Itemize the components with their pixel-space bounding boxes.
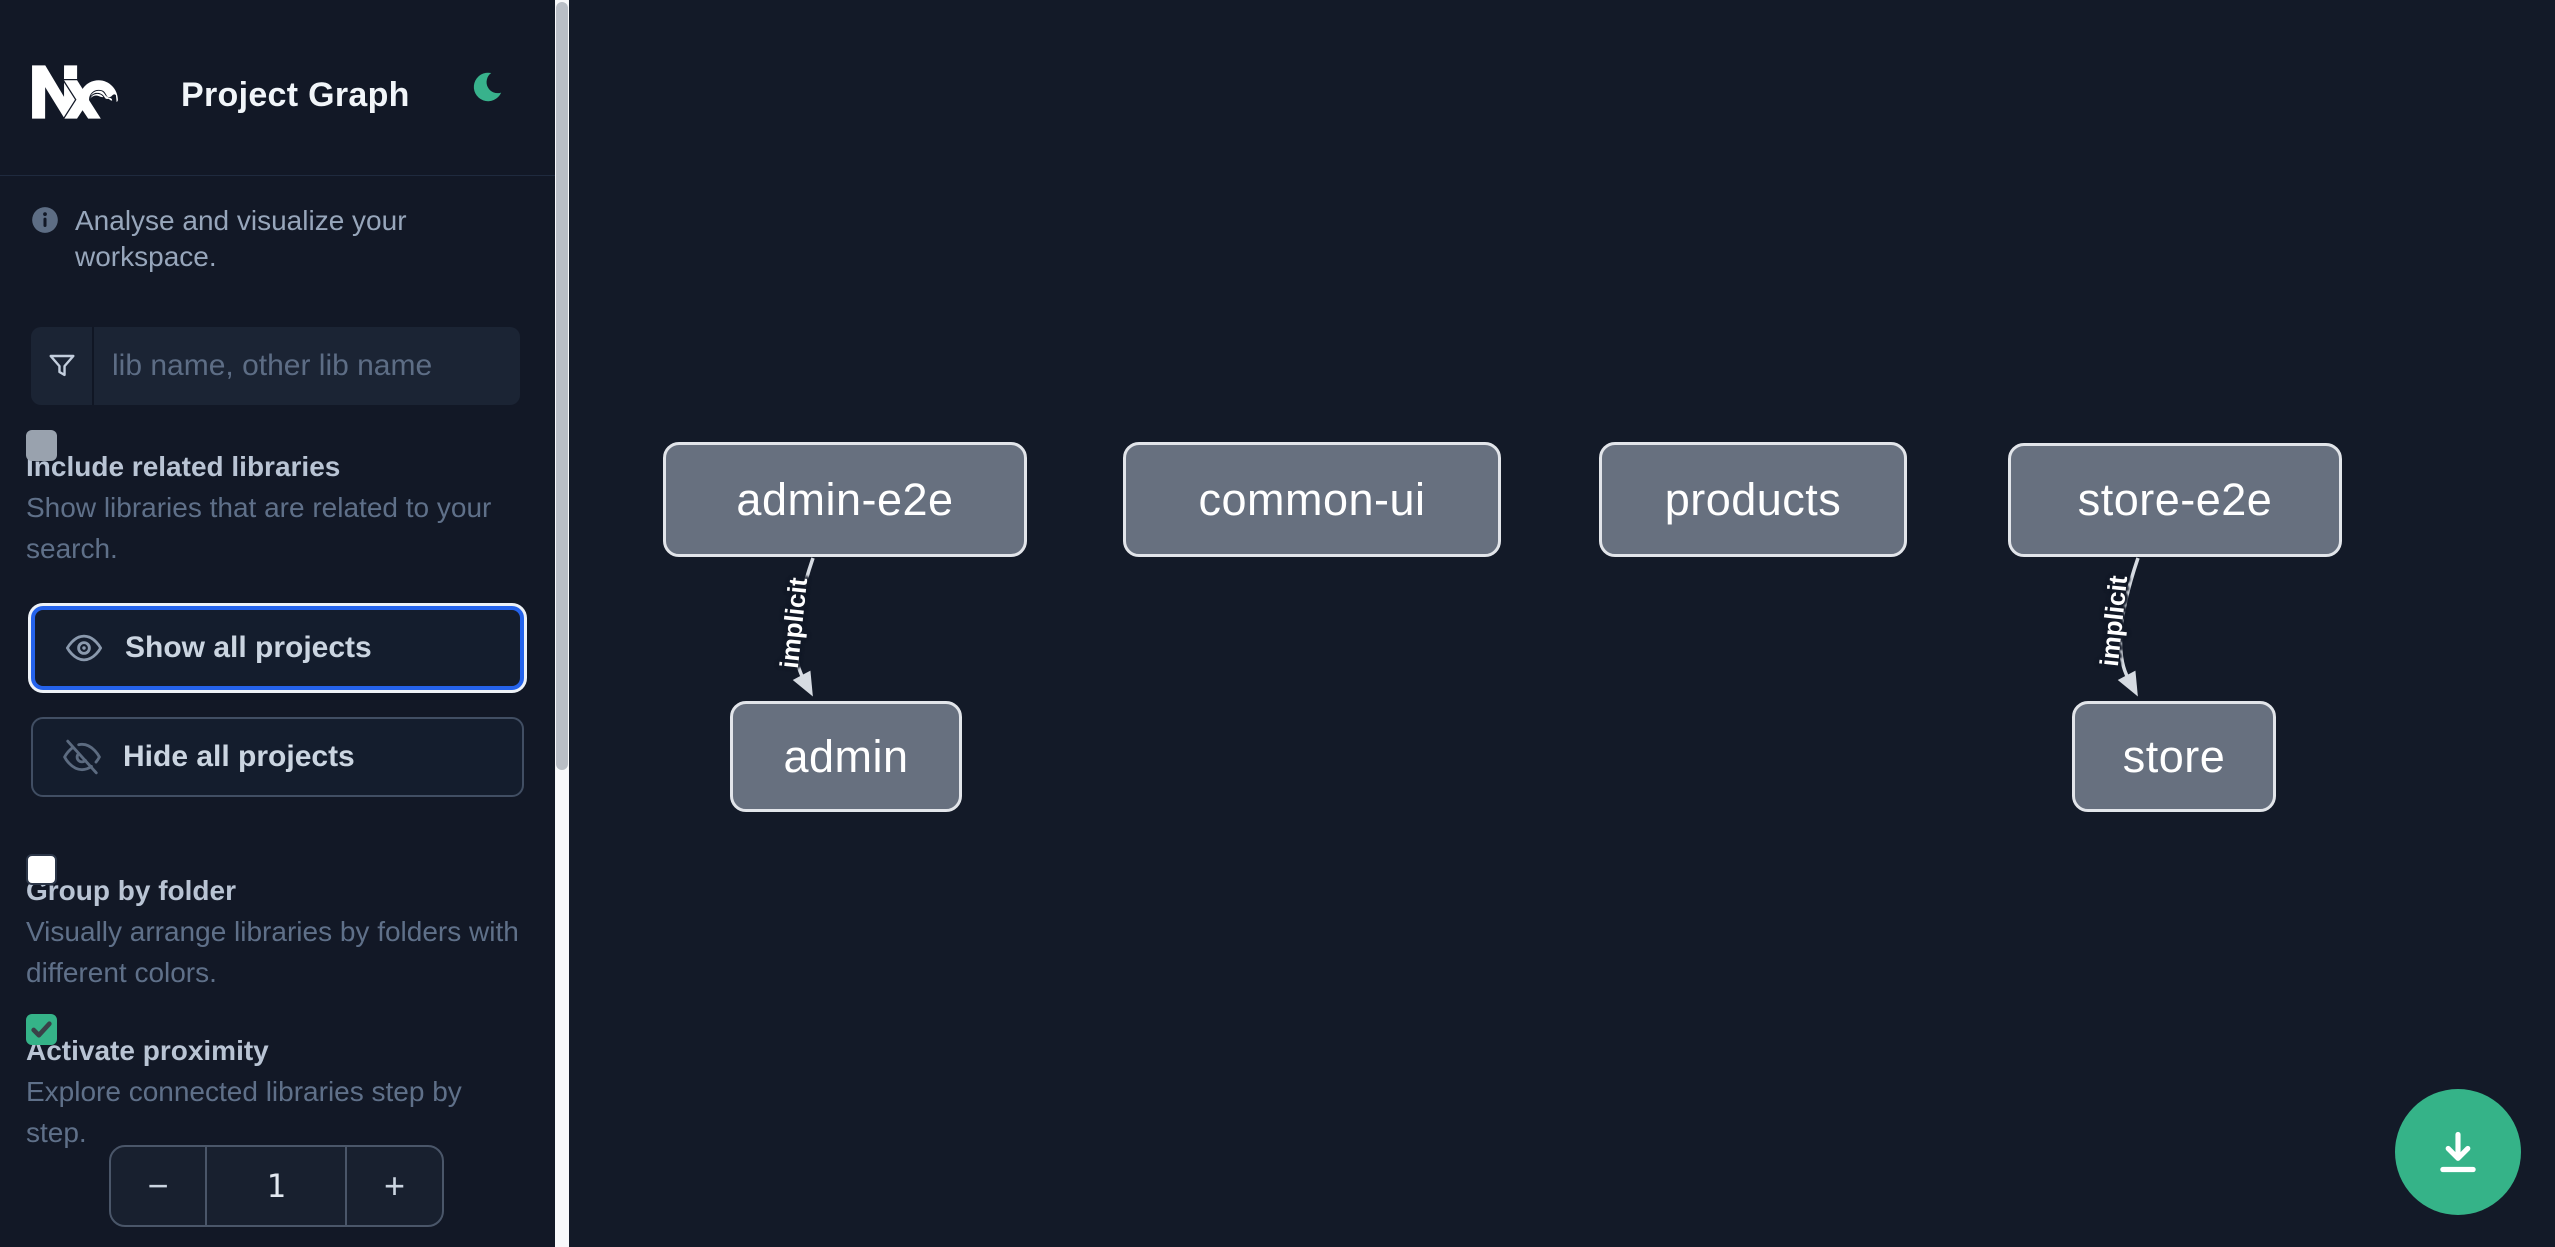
filter-funnel-icon bbox=[31, 327, 94, 405]
sidebar-scrollbar-thumb[interactable] bbox=[556, 2, 568, 770]
page-title: Project Graph bbox=[181, 76, 410, 114]
show-all-projects-button[interactable]: Show all projects bbox=[31, 606, 524, 690]
download-graph-button[interactable] bbox=[2395, 1089, 2521, 1215]
activate-proximity-description: Explore connected libraries step by step… bbox=[26, 1076, 462, 1148]
include-related-description: Show libraries that are related to your … bbox=[26, 492, 492, 564]
proximity-depth-value[interactable]: 1 bbox=[266, 1167, 286, 1205]
checkmark-icon bbox=[31, 1021, 52, 1038]
workspace-info: Analyse and visualize your workspace. bbox=[31, 203, 524, 275]
search-bar bbox=[31, 327, 520, 405]
group-by-folder-description: Visually arrange libraries by folders wi… bbox=[26, 916, 519, 988]
eye-icon bbox=[65, 634, 103, 662]
hide-all-projects-button[interactable]: Hide all projects bbox=[31, 717, 524, 797]
node-admin[interactable]: admin bbox=[730, 701, 962, 812]
include-related-libraries-option[interactable]: Include related libraries Show libraries… bbox=[26, 428, 526, 569]
sidebar: Project Graph Analyse and visualize your… bbox=[0, 0, 555, 1247]
node-store[interactable]: store bbox=[2072, 701, 2276, 812]
group-by-folder-label: Group by folder bbox=[26, 875, 236, 906]
decrement-button[interactable]: − bbox=[111, 1147, 207, 1225]
proximity-depth-stepper: − 1 + bbox=[109, 1145, 444, 1227]
activate-proximity-label: Activate proximity bbox=[26, 1035, 269, 1066]
graph-edges bbox=[792, 557, 2140, 697]
group-by-folder-option[interactable]: Group by folder Visually arrange librari… bbox=[26, 852, 526, 993]
show-all-projects-label: Show all projects bbox=[125, 631, 372, 664]
theme-toggle-button[interactable] bbox=[468, 68, 508, 108]
hide-all-projects-label: Hide all projects bbox=[123, 740, 355, 773]
node-products[interactable]: products bbox=[1599, 442, 1907, 557]
download-icon bbox=[2440, 1131, 2476, 1173]
activate-proximity-checkbox[interactable] bbox=[26, 1014, 57, 1045]
include-related-label: Include related libraries bbox=[26, 451, 341, 482]
nx-logo-icon bbox=[32, 65, 118, 119]
group-by-folder-checkbox[interactable] bbox=[26, 854, 57, 885]
node-common-ui[interactable]: common-ui bbox=[1123, 442, 1501, 557]
edge-store-e2e-to-store[interactable] bbox=[2117, 557, 2140, 697]
sidebar-header: Project Graph bbox=[0, 0, 555, 176]
info-icon bbox=[32, 207, 58, 233]
search-input[interactable] bbox=[94, 327, 520, 405]
eye-off-icon bbox=[63, 739, 101, 775]
sidebar-scrollbar-track bbox=[555, 0, 569, 1247]
graph-canvas[interactable]: admin-e2e common-ui products store-e2e a… bbox=[569, 0, 2555, 1247]
include-related-checkbox[interactable] bbox=[26, 430, 57, 461]
moon-icon bbox=[473, 72, 502, 102]
activate-proximity-option[interactable]: Activate proximity Explore connected lib… bbox=[26, 1012, 526, 1153]
node-store-e2e[interactable]: store-e2e bbox=[2008, 443, 2342, 557]
edge-admin-e2e-to-admin[interactable] bbox=[792, 557, 815, 697]
node-admin-e2e[interactable]: admin-e2e bbox=[663, 442, 1027, 557]
info-text: Analyse and visualize your workspace. bbox=[75, 205, 407, 272]
increment-button[interactable]: + bbox=[345, 1147, 442, 1225]
